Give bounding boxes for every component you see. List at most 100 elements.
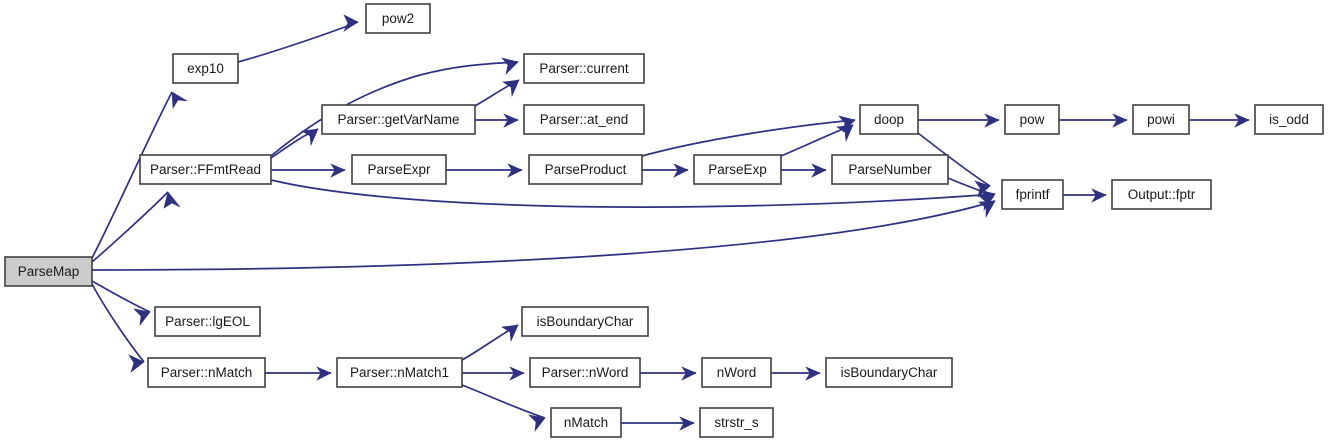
graph-node-nword[interactable]: nWord	[701, 357, 772, 388]
graph-node-parseproduct[interactable]: ParseProduct	[528, 154, 643, 185]
edge-line	[947, 177, 995, 197]
node-label: Parser::at_end	[540, 112, 629, 127]
graph-node-lgeol[interactable]: Parser::lgEOL	[154, 306, 261, 337]
graph-node-exp10[interactable]: exp10	[172, 53, 239, 84]
call-edge-parser_nmatch1-to-isboundary_top	[461, 324, 519, 361]
node-box[interactable]	[701, 357, 772, 388]
node-label: pow	[1020, 112, 1045, 127]
graph-node-powi[interactable]: powi	[1132, 104, 1190, 135]
call-edge-parsemap-to-fprintf	[91, 200, 996, 271]
graph-node-parser_current[interactable]: Parser::current	[523, 53, 645, 84]
node-box[interactable]	[699, 407, 774, 438]
edge-line	[461, 384, 546, 419]
node-box[interactable]	[172, 53, 239, 84]
call-edge-ffmtread-to-parseexpr	[271, 163, 346, 178]
edge-line	[641, 119, 856, 157]
node-box[interactable]	[529, 357, 641, 388]
node-box[interactable]	[139, 154, 272, 185]
node-box[interactable]	[1254, 104, 1324, 135]
node-label: Parser::lgEOL	[165, 314, 250, 329]
graph-node-at_end[interactable]: Parser::at_end	[523, 104, 645, 135]
arrowhead-icon	[501, 324, 519, 343]
arrowhead-icon	[974, 180, 991, 198]
node-box[interactable]	[523, 104, 645, 135]
graph-node-strstr_s[interactable]: strstr_s	[699, 407, 774, 438]
graph-node-doop[interactable]: doop	[859, 104, 919, 135]
node-label: isBoundaryChar	[841, 365, 938, 380]
node-box[interactable]	[831, 154, 949, 185]
call-edge-nword-to-isboundary_bot	[771, 366, 821, 381]
node-box[interactable]	[351, 154, 447, 185]
call-edge-ffmtread-to-parser_current	[270, 57, 519, 157]
edge-line	[270, 179, 996, 208]
node-box[interactable]	[693, 154, 782, 185]
node-label: nWord	[717, 365, 757, 380]
node-label: fprintf	[1016, 187, 1050, 202]
graph-node-isboundary_top[interactable]: isBoundaryChar	[521, 306, 649, 337]
edge-line	[91, 191, 169, 263]
arrowhead-icon	[679, 416, 695, 431]
graph-node-parser_nword[interactable]: Parser::nWord	[529, 357, 641, 388]
node-label: ParseMap	[18, 264, 80, 279]
node-box[interactable]	[321, 104, 476, 135]
node-box[interactable]	[1111, 179, 1212, 210]
call-edge-fprintf-to-output_fptr	[1063, 188, 1107, 203]
node-box[interactable]	[154, 306, 261, 337]
graph-node-pow2[interactable]: pow2	[365, 3, 431, 34]
graph-node-parsemap[interactable]: ParseMap	[4, 256, 93, 287]
arrowhead-icon	[805, 366, 821, 381]
arrowhead-icon	[503, 113, 519, 128]
graph-node-is_odd[interactable]: is_odd	[1254, 104, 1324, 135]
graph-node-parser_nmatch1[interactable]: Parser::nMatch1	[336, 357, 463, 388]
edge-line	[270, 61, 519, 157]
node-label: Parser::getVarName	[337, 112, 459, 127]
graph-node-ffmtread[interactable]: Parser::FFmtRead	[139, 154, 272, 185]
call-edge-parseexp-to-parsenumber	[781, 163, 827, 178]
node-label: Output::fptr	[1128, 187, 1196, 202]
node-label: ParseExpr	[367, 162, 431, 177]
arrowhead-icon	[163, 191, 181, 209]
call-edge-getvarname-to-at_end	[475, 113, 519, 128]
node-box[interactable]	[336, 357, 463, 388]
graph-node-parseexpr[interactable]: ParseExpr	[351, 154, 447, 185]
node-box[interactable]	[825, 357, 953, 388]
arrowhead-icon	[343, 14, 359, 32]
node-box[interactable]	[523, 53, 645, 84]
arrowhead-icon	[501, 57, 519, 75]
call-edge-powi-to-is_odd	[1189, 113, 1250, 128]
node-box[interactable]	[365, 3, 431, 34]
graph-node-pow[interactable]: pow	[1004, 104, 1060, 135]
node-box[interactable]	[1004, 104, 1060, 135]
arrowhead-icon	[301, 128, 319, 147]
node-box[interactable]	[859, 104, 919, 135]
node-box[interactable]	[1132, 104, 1190, 135]
arrowhead-icon	[509, 366, 525, 381]
node-label: Parser::nMatch	[161, 365, 253, 380]
node-box[interactable]	[550, 407, 622, 438]
arrowhead-icon	[1112, 113, 1128, 128]
graph-node-parser_nmatch[interactable]: Parser::nMatch	[147, 357, 266, 388]
node-box[interactable]	[1001, 179, 1064, 210]
node-box[interactable]	[521, 306, 649, 337]
graph-node-output_fptr[interactable]: Output::fptr	[1111, 179, 1212, 210]
call-edge-parser_nmatch1-to-parser_nword	[462, 366, 525, 381]
arrowhead-icon	[528, 414, 546, 433]
call-edge-doop-to-fprintf	[917, 132, 991, 198]
node-box[interactable]	[528, 154, 643, 185]
graph-node-parsenumber[interactable]: ParseNumber	[831, 154, 949, 185]
graph-node-parseexp[interactable]: ParseExp	[693, 154, 782, 185]
graph-node-isboundary_bot[interactable]: isBoundaryChar	[825, 357, 953, 388]
graph-node-fprintf[interactable]: fprintf	[1001, 179, 1064, 210]
graph-node-getvarname[interactable]: Parser::getVarName	[321, 104, 476, 135]
node-label: isBoundaryChar	[537, 314, 634, 329]
arrowhead-icon	[681, 366, 697, 381]
graph-node-nmatch[interactable]: nMatch	[550, 407, 622, 438]
arrowhead-icon	[811, 163, 827, 178]
node-label: pow2	[382, 11, 414, 26]
node-box[interactable]	[4, 256, 93, 287]
node-box[interactable]	[147, 357, 266, 388]
arrowhead-icon	[128, 354, 145, 373]
arrowhead-icon	[171, 91, 188, 109]
